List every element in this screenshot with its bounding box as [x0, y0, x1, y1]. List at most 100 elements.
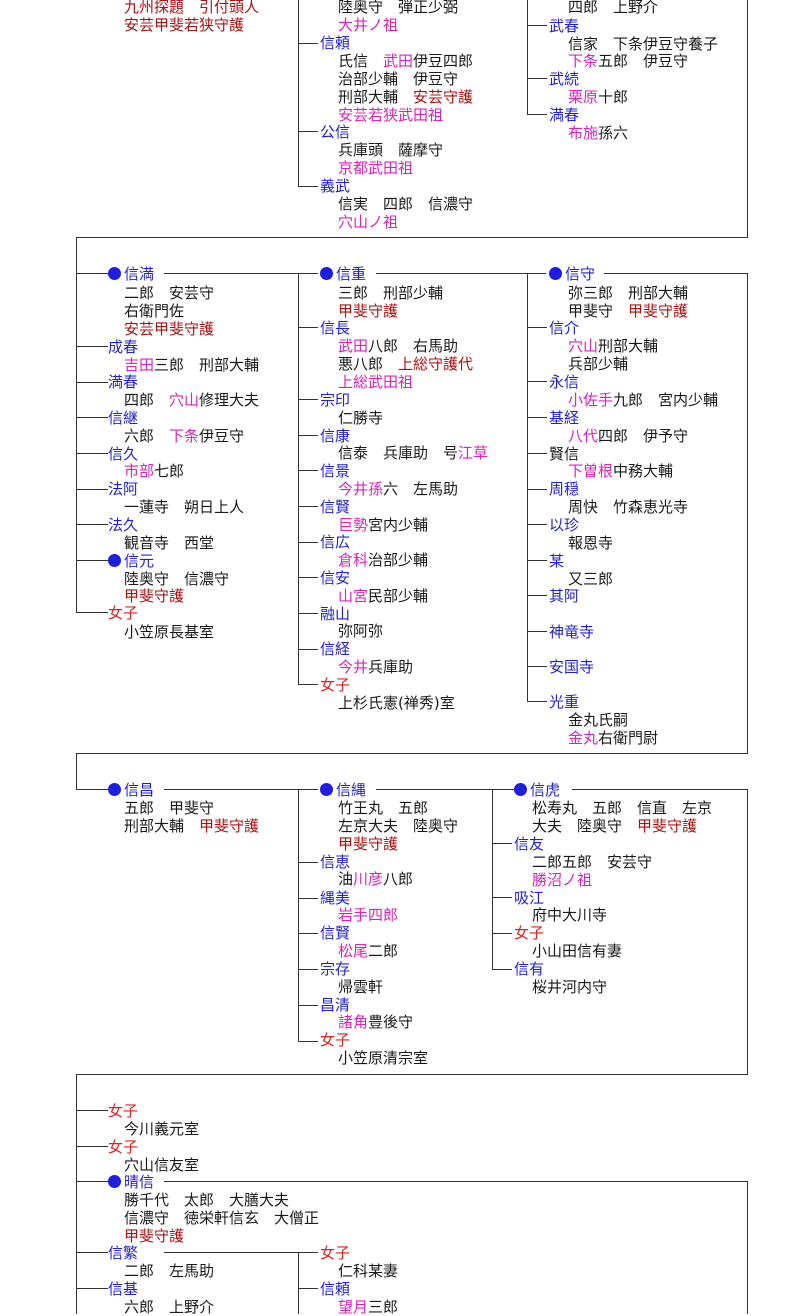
person-nobushige3-name: 信恵	[320, 853, 351, 871]
person-daughter-3-name: 女子	[320, 1031, 351, 1049]
person-naganobu-name: 永信	[549, 373, 580, 391]
person-nobumitsu-line2: 右衛門佐	[124, 302, 185, 320]
person-nobuhisa-name: 信久	[108, 445, 139, 463]
person-motosune-name: 基経	[549, 409, 580, 427]
person-nobutora-line2: 大夫 陸奥守 甲斐守護	[532, 817, 698, 835]
person-mitsushige-line1: 金丸氏嗣	[568, 711, 629, 729]
mutsu-no-kami-text: 陸奥守 弾正少弼	[338, 0, 459, 16]
person-taketsugu-name: 武続	[549, 70, 580, 88]
person-harunobu-line2: 信濃守 徳栄軒信玄 大僧正	[124, 1209, 320, 1227]
person-nobushige-line1: 三郎 刑部少輔	[338, 284, 444, 302]
person-hokyu-line1: 観音寺 西堂	[124, 534, 215, 552]
person-nobunaga-line2: 悪八郎 上総守護代	[338, 355, 474, 373]
main-line-dot-icon	[320, 267, 333, 280]
person-nobutsune-name: 信経	[320, 640, 351, 658]
person-tsunayoshi-line1: 岩手四郎	[338, 906, 399, 924]
person-nobuyori-line4: 安芸若狭武田祖	[338, 106, 444, 124]
person-nobuari-name: 信有	[514, 960, 545, 978]
person-nobuyori4-name: 信頼	[320, 1280, 351, 1298]
person-daughter-4-line1: 小山田信有妻	[532, 942, 623, 960]
person-nobushige-line2: 甲斐守護	[338, 302, 399, 320]
person-nobusuke-name: 信介	[549, 319, 580, 337]
person-kennobu-name: 賢信	[549, 445, 580, 463]
person-harunobu-name: 晴信	[108, 1173, 154, 1191]
person-nobukata3-line1: 松尾二郎	[338, 942, 399, 960]
person-nobushige3-line1: 油川彦八郎	[338, 870, 414, 888]
person-nobutsugu-line1: 六郎 下条伊豆守	[124, 427, 245, 445]
person-daughter-2-name: 女子	[320, 676, 351, 694]
person-nobumasa-line1: 五郎 甲斐守	[124, 799, 215, 817]
person-bou-name: 某	[549, 552, 565, 570]
person-kiminobu-line1: 兵庫頭 薩摩守	[338, 141, 444, 159]
person-nobumitsu-line1: 二郎 安芸守	[124, 284, 215, 302]
person-ankokuji-name: 安国寺	[549, 658, 595, 676]
person-taketsugu-line1: 栗原十郎	[568, 88, 629, 106]
person-nobumoto-line2: 甲斐守護	[124, 587, 185, 605]
person-hokyu-name: 法久	[108, 516, 139, 534]
person-daughter-4-name: 女子	[514, 924, 545, 942]
person-nobumoto4-line1: 六郎 上野介	[124, 1298, 215, 1316]
person-nobuyasu-line1: 信泰 兵庫助 号江草	[338, 444, 489, 462]
person-yuzan-line1: 弥阿弥	[338, 622, 384, 640]
person-nobusuke-line2: 兵部少輔	[568, 355, 629, 373]
main-line-dot-icon	[108, 783, 121, 796]
person-nobuyori-name: 信頼	[320, 34, 351, 52]
person-nobuhiro-line1: 倉科治部少輔	[338, 551, 429, 569]
person-daughter-3-line1: 小笠原清宗室	[338, 1049, 429, 1067]
person-nobukata-line1: 巨勢宮内少輔	[338, 516, 429, 534]
person-nobunaga-line1: 武田八郎 右馬助	[338, 337, 459, 355]
person-nobumori-line2: 甲斐守 甲斐守護	[568, 302, 689, 320]
person-mitsushige-name: 光重	[549, 693, 580, 711]
person-motosune-line1: 八代四郎 伊予守	[568, 427, 689, 445]
person-bou-line1: 又三郎	[568, 570, 614, 588]
person-ichin-line1: 報恩寺	[568, 534, 614, 552]
person-soin-name: 宗印	[320, 391, 351, 409]
person-ichin-name: 以珍	[549, 516, 580, 534]
person-nobukage-line1: 今井孫六 左馬助	[338, 480, 459, 498]
person-nobuhisa-line1: 市部七郎	[124, 462, 185, 480]
person-nobutsugu-name: 信継	[108, 409, 139, 427]
person-kennobu-line1: 下曽根中務大輔	[568, 462, 674, 480]
person-nobumitsu-name: 信満	[108, 265, 154, 283]
main-line-dot-icon	[108, 1175, 121, 1188]
person-daughter-6-name: 女子	[108, 1138, 139, 1156]
person-nobushige4-name: 信繁	[108, 1244, 139, 1262]
person-nobuyori-line1: 氏信 武田伊豆四郎	[338, 52, 474, 70]
person-daughter-6-line1: 穴山信友室	[124, 1156, 200, 1174]
person-hoa-name: 法阿	[108, 480, 139, 498]
person-kyuko-line1: 府中大川寺	[532, 906, 608, 924]
person-nobutomo-line2: 勝沼ノ祖	[532, 871, 593, 889]
main-line-dot-icon	[549, 267, 562, 280]
person-nobumasa-name: 信昌	[108, 781, 154, 799]
person-goa-name: 其阿	[549, 587, 580, 605]
person-shinryuji-name: 神竜寺	[549, 623, 595, 641]
person-nobumori-name: 信守	[549, 265, 595, 283]
person-shigeharu-name: 成春	[108, 338, 139, 356]
person-naganobu-line1: 小佐手九郎 宮内少輔	[568, 391, 719, 409]
aki-kai-wakasa-shugo-text: 安芸甲斐若狭守護	[124, 16, 245, 34]
person-daughter-7-name: 女子	[320, 1244, 351, 1262]
person-yoshitake-name: 義武	[320, 177, 351, 195]
main-line-dot-icon	[108, 554, 121, 567]
person-takeharu-line2: 下条五郎 伊豆守	[568, 52, 689, 70]
person-mitsuharu2-name: 満春	[108, 373, 139, 391]
person-nobuyasu2-line1: 山宮民部少輔	[338, 587, 429, 605]
person-nobushige-name: 信重	[320, 265, 366, 283]
person-tsunayoshi-name: 縄美	[320, 889, 351, 907]
person-soin-line1: 仁勝寺	[338, 409, 384, 427]
person-nobutora-name: 信虎	[514, 781, 560, 799]
person-nobushige4-line1: 二郎 左馬助	[124, 1262, 215, 1280]
person-harunobu-line3: 甲斐守護	[124, 1227, 185, 1245]
person-shuon-line1: 周快 竹森恵光寺	[568, 498, 689, 516]
person-nobuyori-line2: 治部少輔 伊豆守	[338, 70, 459, 88]
person-yoshitake-line1: 信実 四郎 信濃守	[338, 195, 474, 213]
person-nobuari-line1: 桜井河内守	[532, 978, 608, 996]
person-nobumasa-line2: 刑部大輔 甲斐守護	[124, 817, 260, 835]
person-nobutsune-line1: 今井兵庫助	[338, 658, 414, 676]
person-kyuko-name: 吸江	[514, 889, 545, 907]
person-nobunaga-line3: 上総武田祖	[338, 373, 414, 391]
person-yuzan-name: 融山	[320, 605, 351, 623]
person-masakiyo-line1: 諸角豊後守	[338, 1013, 414, 1031]
person-nobukage-name: 信景	[320, 462, 351, 480]
person-mitsuharu-name: 満春	[549, 106, 580, 124]
